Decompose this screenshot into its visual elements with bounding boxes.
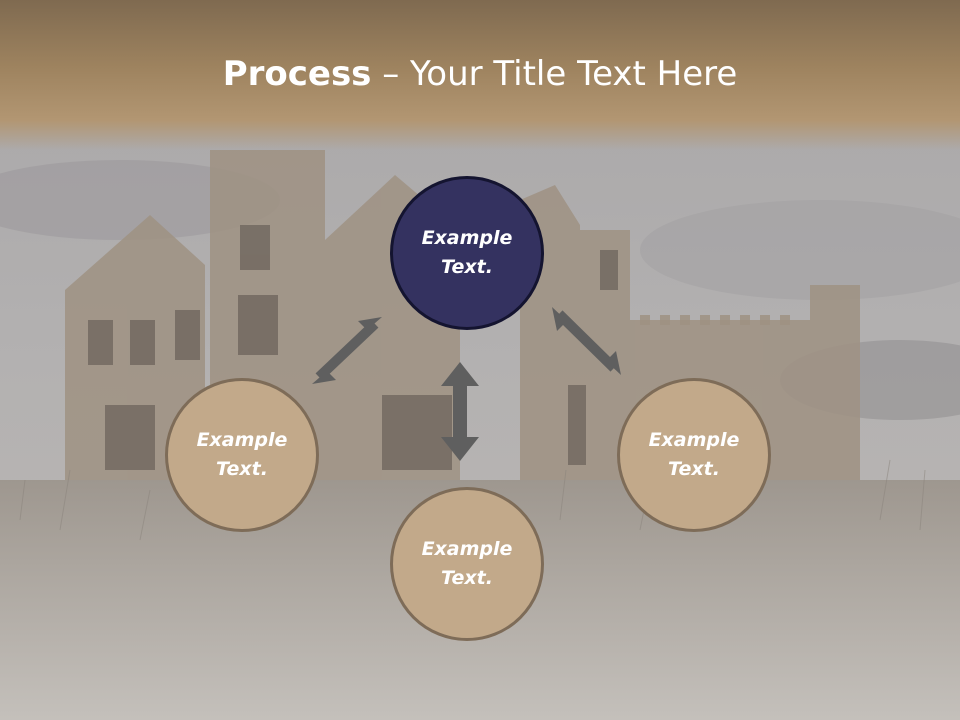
node-bottom-text: Example Text. (407, 535, 527, 593)
node-right-line1: Example (648, 429, 740, 451)
node-left-line1: Example (196, 429, 288, 451)
node-bottom-line2: Text. (441, 567, 493, 589)
node-right: Example Text. (617, 378, 771, 532)
arrow-top-left (312, 317, 382, 384)
title-rest: – Your Title Text Here (371, 54, 738, 94)
node-top-line2: Text. (441, 256, 493, 278)
title-strong: Process (222, 54, 372, 94)
node-left-line2: Text. (216, 458, 268, 480)
node-right-line2: Text. (668, 458, 720, 480)
slide-title: Process – Your Title Text Here (0, 50, 960, 98)
node-right-text: Example Text. (634, 426, 754, 484)
node-bottom: Example Text. (390, 487, 544, 641)
node-left: Example Text. (165, 378, 319, 532)
arrow-top-right (552, 307, 621, 375)
node-top-line1: Example (421, 227, 513, 249)
node-top-text: Example Text. (407, 224, 527, 282)
node-top: Example Text. (390, 176, 544, 330)
node-left-text: Example Text. (182, 426, 302, 484)
title-band (0, 0, 960, 150)
node-bottom-line1: Example (421, 538, 513, 560)
arrow-vertical (441, 362, 479, 461)
